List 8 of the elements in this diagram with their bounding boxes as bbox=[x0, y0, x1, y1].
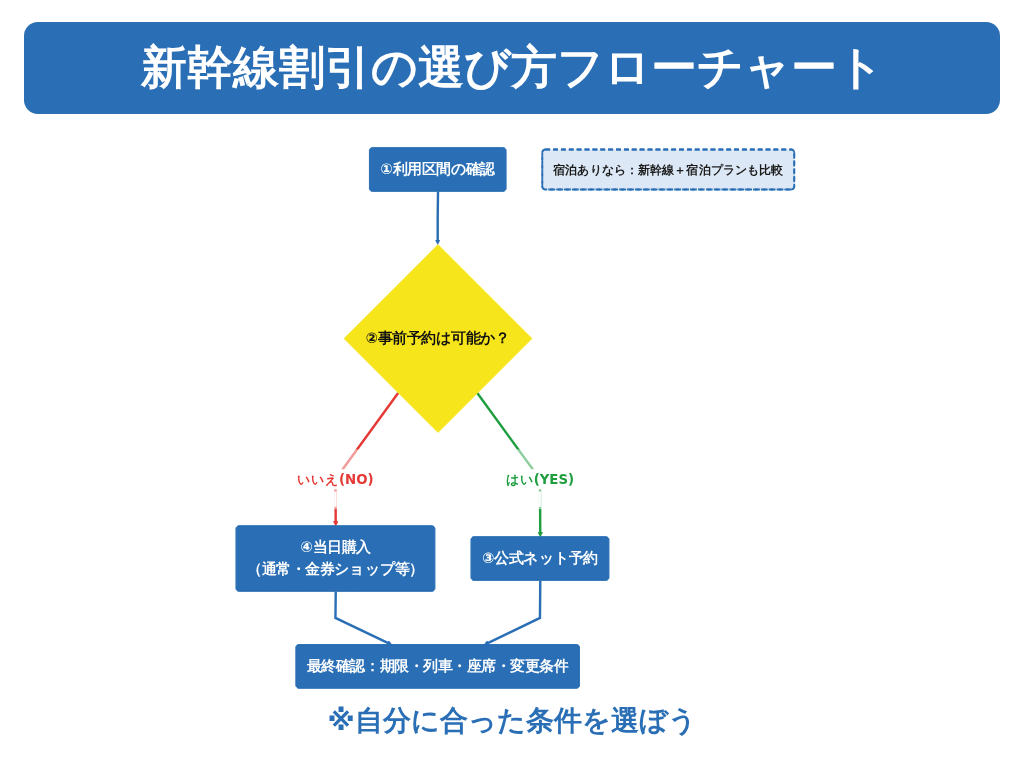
arrow bbox=[334, 591, 393, 646]
title-banner: 新幹線割引の選び方フローチャート bbox=[24, 22, 1000, 114]
edge-label: はい(YES) bbox=[506, 471, 575, 487]
arrow bbox=[484, 580, 542, 646]
arrow bbox=[435, 191, 441, 245]
node-diamond: ②事前予約は可能か？ bbox=[344, 244, 533, 433]
edge-label: いいえ(NO) bbox=[297, 471, 375, 487]
caption-text: ※自分に合った条件を選ぼう bbox=[327, 704, 697, 737]
